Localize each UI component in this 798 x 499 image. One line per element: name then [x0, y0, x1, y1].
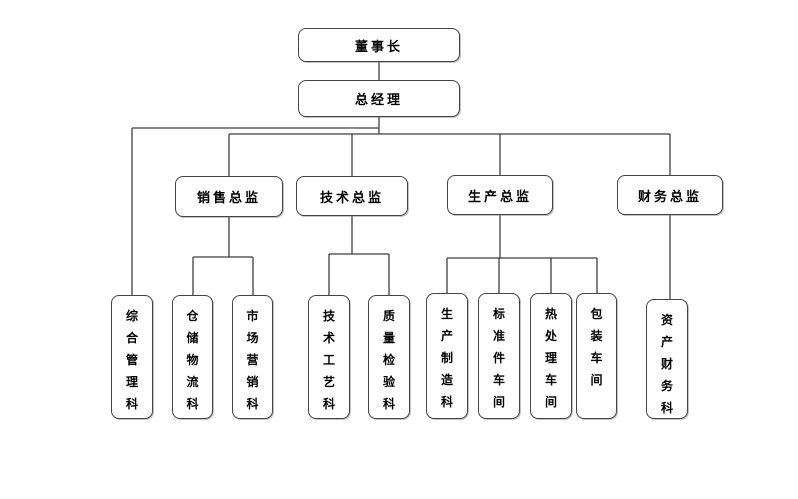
node-director-sales: 销售总监: [175, 176, 283, 217]
node-general-manager-label: 总经理: [354, 92, 403, 107]
node-dept-packaging: 包装车间: [576, 293, 617, 419]
node-dept-warehouse-logistics: 仓储物流科: [172, 295, 213, 419]
node-dept-standard-parts: 标准件车间: [478, 293, 520, 419]
node-dept-packaging-label: 包装车间: [590, 307, 603, 387]
node-dept-marketing: 市场营销科: [232, 295, 273, 419]
node-dept-warehouse-logistics-label: 仓储物流科: [186, 309, 199, 411]
node-dept-general-management: 综合管理科: [111, 295, 153, 419]
node-director-production: 生产总监: [447, 175, 553, 215]
node-dept-asset-finance-label: 资产财务科: [660, 313, 673, 415]
node-director-finance: 财务总监: [617, 175, 723, 215]
node-dept-marketing-label: 市场营销科: [246, 309, 259, 411]
node-director-tech-label: 技术总监: [319, 189, 384, 205]
node-director-production-label: 生产总监: [467, 188, 532, 204]
node-dept-manufacturing-label: 生产制造科: [440, 307, 453, 409]
node-dept-quality-inspection-label: 质量检验科: [382, 309, 395, 411]
node-dept-asset-finance: 资产财务科: [646, 299, 688, 419]
node-chairman-label: 董事长: [354, 38, 403, 54]
node-director-finance-label: 财务总监: [637, 188, 702, 204]
node-dept-standard-parts-label: 标准件车间: [492, 307, 505, 409]
node-director-sales-label: 销售总监: [196, 190, 261, 205]
node-general-manager: 总经理: [298, 80, 460, 117]
node-chairman: 董事长: [298, 28, 460, 62]
node-dept-technical-craft: 技术工艺科: [308, 295, 350, 419]
node-director-tech: 技术总监: [296, 176, 408, 216]
node-dept-technical-craft-label: 技术工艺科: [322, 309, 335, 411]
node-dept-quality-inspection: 质量检验科: [368, 295, 410, 419]
node-dept-heat-treatment-label: 热处理车间: [544, 307, 557, 409]
node-dept-manufacturing: 生产制造科: [426, 293, 468, 419]
node-dept-general-management-label: 综合管理科: [125, 309, 138, 411]
node-dept-heat-treatment: 热处理车间: [530, 293, 572, 419]
